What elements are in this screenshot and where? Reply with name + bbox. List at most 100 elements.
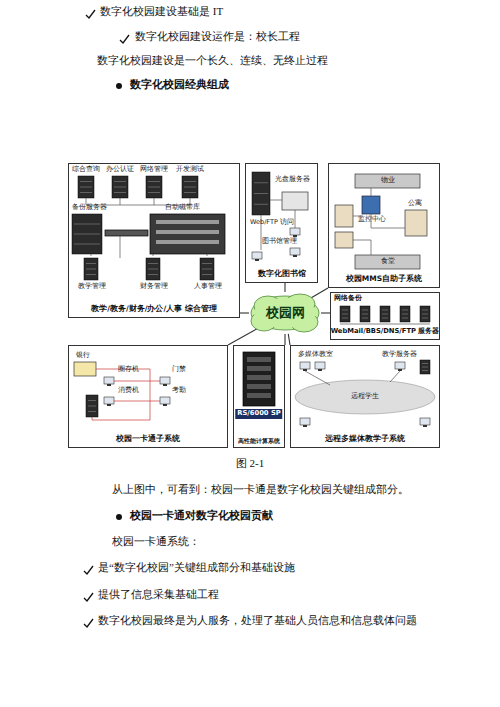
server-slot	[342, 310, 348, 311]
server-slot	[342, 318, 348, 319]
rack-icon	[243, 352, 275, 406]
wire	[150, 381, 160, 382]
server-slot	[114, 181, 126, 182]
part-label: 门禁	[172, 366, 186, 373]
part-label: 食堂	[381, 258, 395, 265]
server-icon	[146, 258, 160, 280]
banner	[355, 255, 420, 269]
tape-slot	[156, 220, 219, 224]
server-slot	[86, 274, 96, 275]
server-slot	[88, 406, 96, 407]
server-slot	[422, 367, 428, 368]
server-slot	[74, 244, 100, 245]
check-mark	[84, 593, 93, 601]
computing-panel: RS/6000 SP高性能计算系统	[233, 345, 285, 448]
server-slot	[342, 314, 348, 315]
server-icon	[252, 172, 270, 215]
server-slot	[80, 192, 92, 193]
rack-unit	[247, 366, 271, 371]
server-icon	[360, 306, 370, 322]
node-text: WebMail/BBS/DNS/FTP 服务器	[331, 328, 440, 336]
rack-unit	[247, 375, 271, 380]
wire	[114, 401, 150, 402]
body-text: 提供了信息采集基础工程	[98, 588, 219, 601]
server-slot	[86, 263, 96, 264]
pc-base	[293, 255, 297, 257]
pc-base	[293, 235, 297, 237]
server-slot	[148, 269, 158, 270]
network-link	[284, 283, 285, 292]
part-label: 教学服务器	[382, 351, 417, 358]
server-icon	[86, 395, 98, 417]
body-text: 从上图中，可看到：校园一卡通是数字化校园关键组成部分。	[112, 483, 409, 496]
part-label: 教学管理	[78, 283, 106, 290]
network-cloud: 校园网	[248, 290, 322, 336]
part-label: 公寓	[408, 200, 422, 207]
server-slot	[382, 314, 388, 315]
body-text: 校园一卡通对数字化校园贡献	[130, 509, 273, 522]
cloud-core	[254, 298, 316, 328]
bullet	[116, 83, 122, 89]
network-link	[284, 334, 285, 345]
server-icon	[420, 306, 430, 322]
server-slot	[148, 274, 158, 275]
server-slot	[254, 204, 268, 205]
part-label: 备份服务器	[72, 204, 107, 211]
part-label: 多媒体教室	[298, 351, 333, 358]
part-label: 考勤	[172, 387, 186, 394]
pc-icon	[160, 397, 170, 404]
card-panel: 校园一卡通子系统	[68, 345, 228, 448]
server-slot	[80, 187, 92, 188]
pc-base	[423, 425, 427, 427]
pc-base	[107, 384, 111, 386]
building-icon	[335, 205, 353, 227]
wire	[153, 254, 154, 256]
pc-base	[318, 369, 322, 371]
server-slot	[402, 318, 408, 319]
part-label: 光盘服务器	[275, 176, 310, 183]
wire	[340, 324, 430, 325]
part-label: 综合查询	[72, 166, 100, 173]
node-text: RS/6000 SP	[235, 409, 282, 419]
server-slot	[422, 314, 428, 315]
part-label: 消费机	[118, 387, 139, 394]
pc-icon	[104, 397, 114, 404]
wire	[150, 401, 160, 402]
part-label: 监控中心	[358, 216, 386, 223]
server-slot	[202, 274, 212, 275]
wire	[207, 254, 208, 256]
server-slot	[86, 269, 96, 270]
server-slot	[148, 263, 158, 264]
server-slot	[88, 411, 96, 412]
wire	[154, 198, 155, 205]
kiosk-icon	[362, 196, 380, 214]
server-slot	[88, 400, 96, 401]
server-slot	[362, 310, 368, 311]
pc-icon	[300, 418, 310, 425]
part-label: 自动磁带库	[165, 204, 200, 211]
part-label: 图书馆管理	[262, 238, 297, 245]
server-icon	[420, 360, 430, 374]
wire	[120, 236, 121, 258]
server-slot	[254, 193, 268, 194]
server-slot	[114, 187, 126, 188]
server-slot	[74, 224, 100, 225]
pc-base	[303, 369, 307, 371]
network-link	[240, 312, 249, 313]
pc-icon	[315, 362, 325, 369]
part-label: Web/FTP 访问	[250, 219, 294, 226]
server-slot	[148, 181, 160, 182]
server-slot	[202, 263, 212, 264]
server-icon	[200, 258, 214, 280]
wire	[270, 200, 282, 201]
pc-base	[255, 259, 259, 261]
wire	[305, 371, 330, 385]
node-caption: 远程多媒体教学子系统	[325, 435, 405, 444]
rack-unit	[247, 357, 271, 362]
figure-caption: 图 2-1	[0, 457, 500, 470]
server-icon	[400, 306, 410, 322]
check-mark	[84, 566, 93, 574]
wire	[114, 381, 150, 382]
rack-unit	[247, 393, 271, 398]
